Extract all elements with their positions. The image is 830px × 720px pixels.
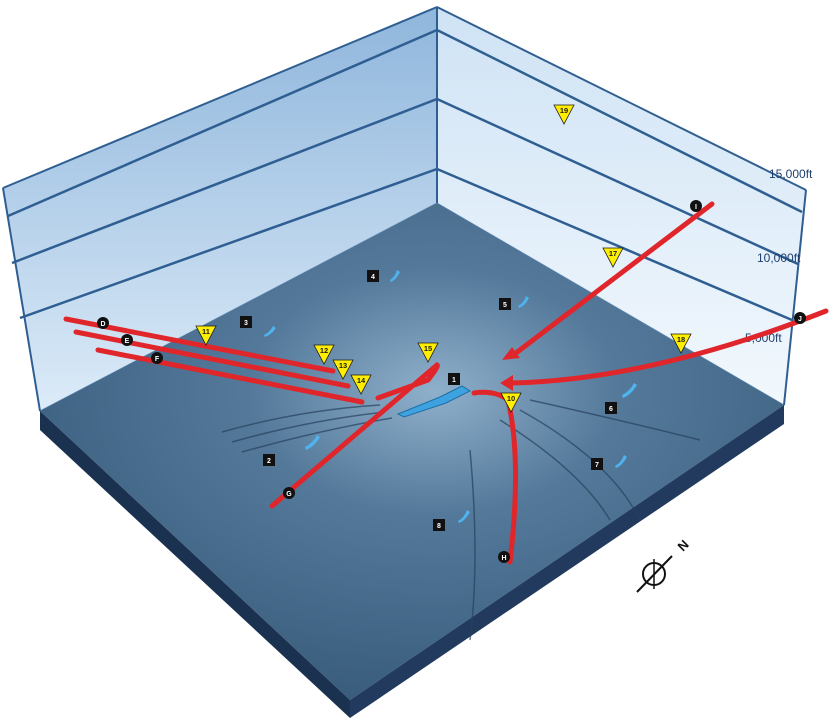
svg-text:D: D: [100, 321, 105, 328]
track-label-j: J: [794, 312, 806, 324]
compass-north-label: N: [675, 537, 692, 554]
sea-surface: [40, 203, 784, 700]
svg-text:5: 5: [503, 302, 507, 309]
track-i: [509, 201, 715, 359]
event-marker-17: 17: [602, 247, 624, 268]
ship-marker-2: 2: [263, 454, 275, 466]
ship-icons: [264, 270, 637, 523]
track-label-f: F: [151, 352, 163, 364]
altitude-label-15000: 15,000ft: [769, 167, 813, 181]
track-d: [63, 316, 336, 374]
altitude-gridlines: [7, 28, 803, 322]
svg-text:J: J: [798, 316, 802, 323]
event-marker-19: 19: [553, 104, 575, 125]
ship-marker-8: 8: [433, 519, 445, 531]
svg-text:13: 13: [339, 361, 347, 370]
track-j: [509, 308, 829, 386]
altitude-label-10000: 10,000ft: [757, 251, 801, 265]
flight-tracks: [63, 201, 829, 565]
svg-text:12: 12: [320, 346, 328, 355]
event-marker-14: 14: [350, 374, 372, 395]
svg-text:G: G: [286, 491, 292, 498]
track-f: [95, 347, 365, 405]
event-marker-12: 12: [313, 344, 335, 365]
track-label-g: G: [283, 487, 295, 499]
ship-markers: 1 2 3 4 5 6 7 8: [240, 270, 617, 531]
ship-marker-6: 6: [605, 402, 617, 414]
event-marker-10: 10: [500, 392, 522, 413]
svg-text:17: 17: [609, 249, 617, 258]
track-label-i: I: [690, 200, 702, 212]
svg-text:H: H: [501, 555, 506, 562]
ship-marker-3: 3: [240, 316, 252, 328]
event-marker-13: 13: [332, 359, 354, 380]
event-marker-15: 15: [417, 342, 439, 363]
event-marker-11: 11: [195, 325, 217, 346]
track-g: [269, 362, 440, 509]
central-ship: [396, 385, 472, 418]
svg-text:11: 11: [202, 327, 210, 336]
base-front-left: [40, 411, 350, 718]
svg-text:F: F: [155, 356, 160, 363]
svg-text:3: 3: [244, 320, 248, 327]
event-markers: 10 11 12 13 14 15 17 18: [195, 104, 692, 413]
altitude-labels: 15,000ft 10,000ft 5,000ft: [745, 167, 813, 345]
track-label-d: D: [97, 317, 109, 329]
svg-text:1: 1: [452, 377, 456, 384]
svg-text:18: 18: [677, 335, 685, 344]
svg-text:14: 14: [357, 376, 366, 385]
svg-text:15: 15: [424, 344, 432, 353]
svg-text:2: 2: [267, 458, 271, 465]
track-h: [471, 389, 519, 565]
event-marker-18: 18: [670, 333, 692, 354]
track-arrowheads: [500, 347, 520, 391]
svg-text:I: I: [695, 204, 697, 211]
track-label-h: H: [498, 551, 510, 563]
svg-text:19: 19: [560, 106, 568, 115]
north-arrow-icon: N: [636, 537, 692, 593]
wall-frame: [2, 6, 807, 412]
ship-marker-1: 1: [448, 373, 460, 385]
track-label-e: E: [121, 334, 133, 346]
base-front-right: [350, 405, 784, 718]
svg-text:8: 8: [437, 523, 441, 530]
svg-text:7: 7: [595, 462, 599, 469]
ship-marker-4: 4: [367, 270, 379, 282]
ship-marker-5: 5: [499, 298, 511, 310]
svg-text:E: E: [125, 338, 130, 345]
ship-marker-7: 7: [591, 458, 603, 470]
track-labels: D E F G H I J: [97, 200, 806, 563]
svg-text:4: 4: [371, 274, 375, 281]
svg-text:10: 10: [507, 394, 515, 403]
svg-text:6: 6: [609, 406, 613, 413]
